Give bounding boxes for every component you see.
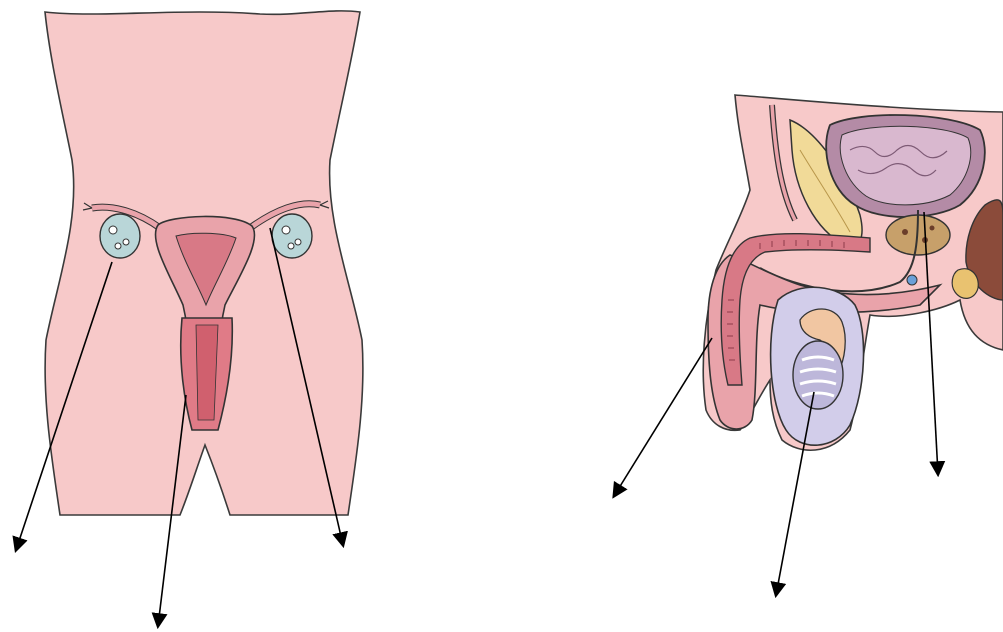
female-figure — [16, 11, 363, 626]
pointer-arrow-penis — [614, 338, 712, 496]
bulbourethral-gland — [952, 269, 978, 299]
left-ovary — [100, 214, 140, 258]
testis — [793, 341, 843, 409]
male-figure — [614, 95, 1003, 595]
right-ovary — [272, 214, 312, 258]
